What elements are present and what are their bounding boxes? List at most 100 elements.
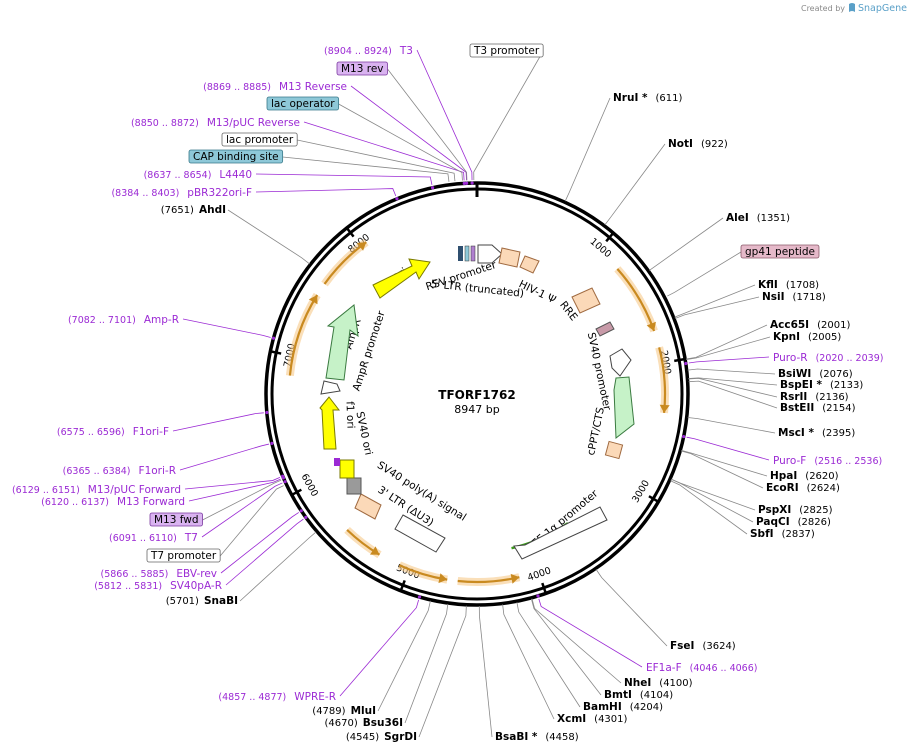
feature-leader	[202, 479, 282, 521]
restriction-site-position: (4104)	[640, 690, 673, 701]
primer-range: (8637 .. 8654)	[144, 170, 212, 181]
site-leader	[687, 417, 776, 434]
orf-arrowhead	[438, 573, 448, 584]
primer-range: (4857 .. 4877)	[218, 692, 286, 703]
restriction-site-name: AleI	[726, 212, 749, 224]
site-leader	[670, 480, 748, 535]
site-leader	[377, 600, 431, 712]
restriction-site-name: XcmI	[557, 713, 586, 725]
primer-leader	[188, 478, 281, 502]
primer-range: (8850 .. 8872)	[131, 118, 199, 129]
primer-name: T7	[184, 532, 198, 544]
site-leader	[686, 324, 768, 360]
primer-range: (8384 .. 8403)	[111, 188, 179, 199]
feature-box	[469, 43, 544, 58]
primer-leader	[688, 356, 770, 364]
primer-leader	[416, 49, 473, 181]
restriction-site-position: (1708)	[786, 280, 819, 291]
restriction-site-name: MluI	[351, 705, 376, 717]
primer-name: Amp-R	[144, 314, 179, 326]
restriction-site-name: BstEII	[780, 402, 814, 414]
primer-name: F1ori-R	[139, 465, 176, 477]
feature-box-label: T7 promoter	[150, 550, 217, 562]
site-leader	[478, 605, 493, 738]
site-leader	[531, 598, 602, 696]
tick-mark	[345, 226, 355, 238]
ef1a-promoter-arrow	[513, 506, 608, 560]
orf-arrowhead	[659, 404, 670, 413]
restriction-site-position: (3624)	[702, 641, 735, 652]
primer-mark	[470, 181, 474, 185]
primer-mark	[304, 515, 308, 519]
restriction-site-position: (2624)	[807, 483, 840, 494]
feature-box-label: CAP binding site	[193, 151, 279, 163]
feature-box-label: T3 promoter	[473, 45, 540, 57]
ltr5-box	[498, 247, 521, 268]
tick-mark	[674, 357, 687, 363]
site-leader	[681, 449, 768, 477]
restriction-site-name: SgrDI	[384, 731, 417, 743]
primer-leader	[220, 512, 299, 574]
restriction-site-name: BmtI	[604, 689, 632, 701]
sv40-ori-box	[339, 459, 355, 479]
primer-range: (5812 .. 5831)	[94, 581, 162, 592]
primer-mark	[283, 480, 287, 484]
site-leader	[688, 380, 778, 409]
primer-range: (8904 .. 8924)	[324, 46, 392, 57]
primer-mark	[462, 181, 466, 185]
primer-leader	[201, 482, 283, 538]
restriction-site-name: Acc65I	[770, 319, 809, 331]
primer-name: M13/pUC Forward	[88, 484, 181, 496]
primer-range: (4046 .. 4066)	[690, 663, 758, 674]
credit-prefix: Created by	[801, 4, 845, 13]
primer-name: Puro-R	[773, 352, 808, 364]
site-leader	[688, 377, 778, 398]
primer-name: SV40pA-R	[170, 580, 222, 592]
primer-leader	[172, 412, 264, 432]
rre-box	[571, 287, 601, 314]
primer-range: (6129 .. 6151)	[12, 485, 80, 496]
restriction-site-name: FseI	[670, 640, 694, 652]
orf-shadow	[614, 266, 658, 333]
primer-mark	[465, 181, 469, 185]
feature-label: cPPT/CTS	[585, 406, 607, 457]
t7-marker	[334, 458, 340, 466]
orf-layer	[285, 238, 670, 586]
leader-layer	[172, 49, 778, 738]
restriction-site-position: (2133)	[830, 380, 863, 391]
feature-label: f1 ori	[344, 401, 357, 429]
restriction-site-position: (4100)	[659, 678, 692, 689]
site-leader	[227, 209, 310, 265]
wpre-box	[394, 514, 446, 553]
restriction-site-name: SnaBI	[204, 595, 238, 607]
restriction-site-position: (2826)	[798, 517, 831, 528]
restriction-site-name: BsaBI *	[495, 731, 538, 743]
restriction-site-name: MscI *	[778, 427, 814, 439]
site-leader	[404, 603, 449, 724]
plasmid-size: 8947 bp	[454, 403, 499, 416]
tick-label: 1000	[588, 236, 614, 260]
restriction-site-position: (4301)	[594, 714, 627, 725]
site-leader	[564, 97, 611, 202]
site-leader	[674, 284, 756, 318]
restriction-site-position: (4204)	[630, 702, 663, 713]
site-leader	[418, 605, 467, 738]
primer-mark	[395, 197, 399, 201]
site-leader	[502, 604, 555, 720]
feature-leader	[473, 50, 544, 181]
site-leader	[686, 336, 771, 361]
orf-arrowhead	[510, 573, 520, 584]
restriction-site-position: (2136)	[815, 392, 848, 403]
site-leader	[671, 478, 756, 511]
restriction-site-name: NheI	[624, 677, 651, 689]
primer-mark	[417, 595, 422, 599]
f1-ori-arrow	[319, 396, 341, 450]
restriction-site-position: (4789)	[312, 706, 345, 717]
primer-name: M13 Forward	[117, 496, 185, 508]
primer-name: WPRE-R	[294, 691, 336, 703]
gp41-box	[595, 321, 615, 337]
restriction-site-name: AhdI	[199, 204, 226, 216]
primer-leader	[303, 121, 465, 181]
site-leader	[688, 377, 778, 386]
